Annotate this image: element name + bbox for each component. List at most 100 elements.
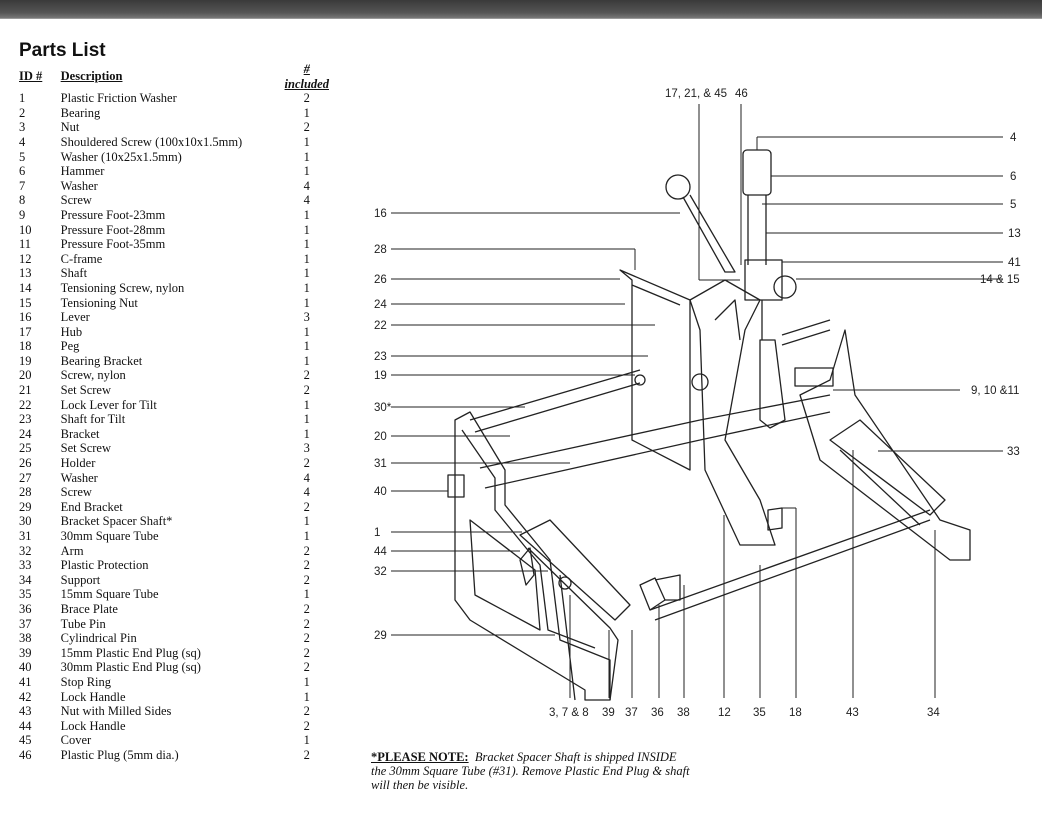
part-description: Lever <box>60 310 90 325</box>
callout-35: 35 <box>753 707 766 719</box>
part-description: Screw, nylon <box>60 368 126 383</box>
part-included: 2 <box>303 120 310 135</box>
part-included: 1 <box>303 134 310 149</box>
part-row: 20 Screw, nylon 2 <box>19 368 329 383</box>
part-id: 25 <box>19 441 32 456</box>
part-included: 2 <box>303 572 310 587</box>
part-id: 15 <box>19 295 32 310</box>
callout-29: 29 <box>374 630 387 642</box>
leader-lines <box>391 104 1003 698</box>
part-description: Lock Handle <box>60 718 126 733</box>
part-description: Screw <box>60 193 92 208</box>
callout-43: 43 <box>846 707 859 719</box>
part-included: 2 <box>303 631 310 646</box>
part-included: 1 <box>303 397 310 412</box>
part-id: 29 <box>19 499 32 514</box>
part-included: 1 <box>303 339 310 354</box>
assembly-diagram: 17, 21, & 45 46 16 28 26 24 22 23 19 30*… <box>374 88 1021 719</box>
part-id: 5 <box>19 149 26 164</box>
part-included: 1 <box>303 529 310 543</box>
part-row: 15 Tensioning Nut 1 <box>19 296 329 311</box>
part-description: Tensioning Nut <box>60 295 138 310</box>
callout-23: 23 <box>374 351 387 363</box>
callout-46: 46 <box>735 88 748 100</box>
part-id: 43 <box>19 704 32 719</box>
part-included: 2 <box>303 368 310 383</box>
part-included: 2 <box>303 383 310 398</box>
part-description: Holder <box>60 456 96 471</box>
callout-4: 4 <box>1010 132 1017 144</box>
part-id: 38 <box>19 631 32 646</box>
part-id: 31 <box>19 529 32 543</box>
callout-18: 18 <box>789 707 802 719</box>
callout-30: 30* <box>374 402 392 414</box>
part-description: Brace Plate <box>60 601 118 616</box>
part-description: Tensioning Screw, nylon <box>60 280 185 295</box>
part-description: Peg <box>60 339 80 354</box>
part-id: 2 <box>19 105 26 120</box>
part-id: 26 <box>19 456 32 471</box>
part-id: 44 <box>19 718 32 733</box>
part-id: 36 <box>19 601 32 616</box>
part-description: Plastic Plug (5mm dia.) <box>60 747 179 762</box>
callout-26: 26 <box>374 274 387 286</box>
part-id: 41 <box>19 674 32 689</box>
part-included: 1 <box>303 412 310 427</box>
part-id: 16 <box>19 310 32 325</box>
part-included: 1 <box>303 105 310 120</box>
part-included: 4 <box>303 485 310 500</box>
part-included: 1 <box>303 280 310 295</box>
part-id: 19 <box>19 353 32 368</box>
part-id: 20 <box>19 368 32 383</box>
callout-31: 31 <box>374 458 387 470</box>
callout-14-15: 14 & 15 <box>980 274 1020 286</box>
part-included: 1 <box>303 295 310 310</box>
callout-19: 19 <box>374 370 387 382</box>
callout-5: 5 <box>1010 199 1016 211</box>
part-included: 2 <box>303 456 310 471</box>
callout-22: 22 <box>374 320 387 332</box>
part-id: 7 <box>19 178 26 193</box>
part-included: 1 <box>303 222 310 237</box>
machine-drawing <box>447 149 971 701</box>
part-included: 1 <box>303 266 310 281</box>
part-included: 2 <box>303 558 310 573</box>
part-included: 2 <box>303 616 310 631</box>
part-description: 15mm Square Tube <box>60 587 159 602</box>
part-included: 2 <box>303 660 310 675</box>
part-description: Shaft <box>60 266 88 281</box>
part-description: Support <box>60 572 101 587</box>
part-included: 4 <box>303 178 310 193</box>
part-included: 1 <box>303 324 310 339</box>
part-included: 1 <box>303 164 310 179</box>
part-included: 4 <box>303 193 310 208</box>
part-included: 3 <box>303 441 310 456</box>
callout-44: 44 <box>374 546 387 558</box>
part-description: Plastic Protection <box>60 558 149 573</box>
part-id: 37 <box>19 616 32 631</box>
part-id: 39 <box>19 645 32 660</box>
callout-39: 39 <box>602 707 615 719</box>
part-description: Hammer <box>60 164 105 179</box>
part-id: 22 <box>19 397 32 412</box>
callout-32: 32 <box>374 566 387 578</box>
part-description: Tube Pin <box>60 616 106 631</box>
